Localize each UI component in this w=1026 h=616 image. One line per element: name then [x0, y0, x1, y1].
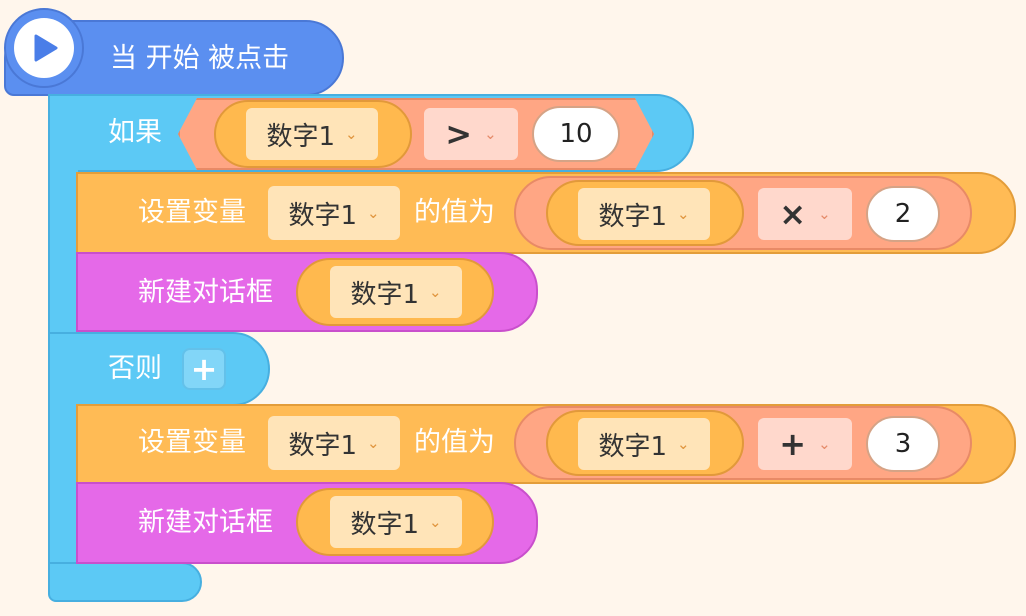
- new-dialog-label: 新建对话框: [138, 277, 273, 308]
- operator-dropdown[interactable]: +⌄: [758, 418, 852, 470]
- value-label: 的值为: [414, 197, 495, 228]
- number-input[interactable]: 10: [532, 106, 620, 162]
- variable-dropdown[interactable]: 数字1⌄: [578, 418, 710, 470]
- operator-dropdown[interactable]: >⌄: [424, 108, 518, 160]
- operator-dropdown[interactable]: ×⌄: [758, 188, 852, 240]
- chevron-down-icon: ⌄: [676, 435, 690, 453]
- chevron-down-icon: ⌄: [818, 435, 831, 453]
- chevron-down-icon: ⌄: [428, 283, 442, 301]
- number-input[interactable]: 2: [866, 186, 940, 242]
- number-input[interactable]: 3: [866, 416, 940, 472]
- chevron-down-icon: ⌄: [428, 513, 442, 531]
- new-dialog-label: 新建对话框: [138, 507, 273, 538]
- chevron-down-icon: ⌄: [676, 205, 690, 223]
- chevron-down-icon: ⌄: [484, 125, 497, 143]
- variable-dropdown[interactable]: 数字1⌄: [330, 266, 462, 318]
- chevron-down-icon: ⌄: [344, 125, 358, 143]
- if-block-spine: [48, 170, 78, 340]
- set-variable-label: 设置变量: [138, 197, 246, 228]
- chevron-down-icon: ⌄: [366, 204, 380, 222]
- chevron-down-icon: ⌄: [818, 205, 831, 223]
- variable-dropdown[interactable]: 数字1⌄: [268, 416, 400, 470]
- variable-dropdown[interactable]: 数字1⌄: [246, 108, 378, 160]
- event-label: 当 开始 被点击: [110, 43, 290, 74]
- else-label: 否则: [108, 353, 162, 384]
- variable-dropdown[interactable]: 数字1⌄: [578, 188, 710, 240]
- variable-dropdown[interactable]: 数字1⌄: [330, 496, 462, 548]
- chevron-down-icon: ⌄: [366, 434, 380, 452]
- if-block-bottom[interactable]: [48, 562, 202, 602]
- else-row[interactable]: [48, 332, 270, 406]
- set-variable-label: 设置变量: [138, 427, 246, 458]
- play-icon[interactable]: [14, 18, 74, 78]
- if-label: 如果: [108, 117, 162, 148]
- variable-dropdown[interactable]: 数字1⌄: [268, 186, 400, 240]
- if-block-spine: [48, 404, 78, 570]
- value-label: 的值为: [414, 427, 495, 458]
- add-else-button[interactable]: +: [182, 348, 226, 390]
